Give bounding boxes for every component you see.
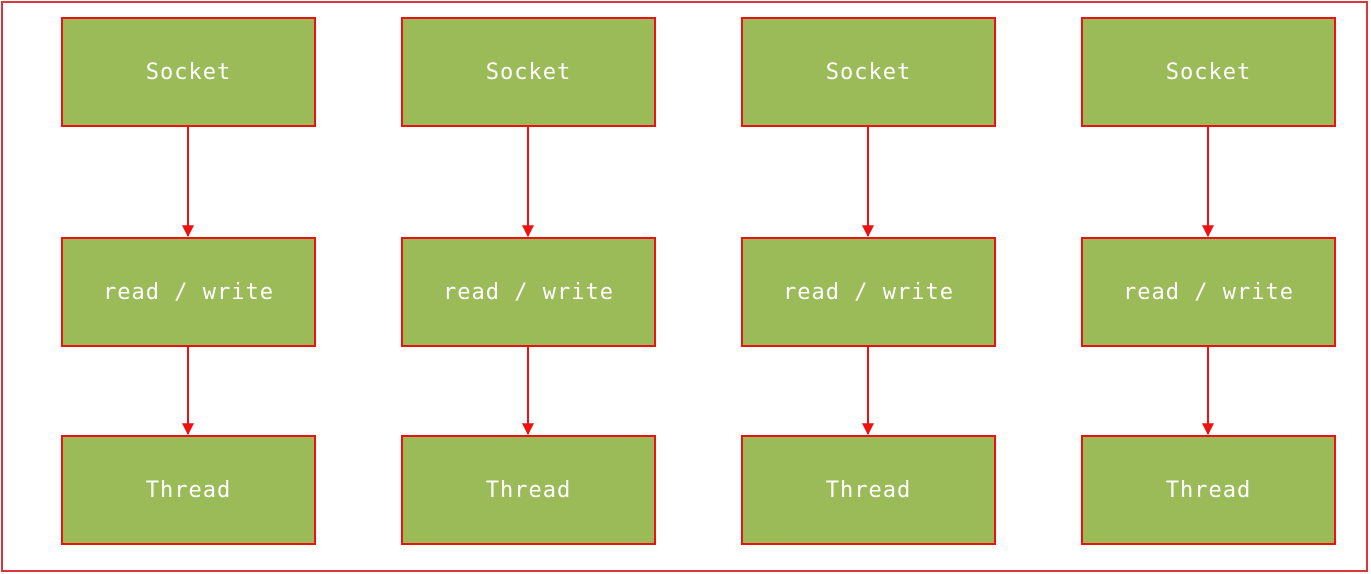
socket-node-4: Socket <box>1081 17 1336 127</box>
socket-node-2: Socket <box>401 17 656 127</box>
socket-node-1: Socket <box>61 17 316 127</box>
read-write-node-1: read / write <box>61 237 316 347</box>
thread-node-1: Thread <box>61 435 316 545</box>
thread-node-3: Thread <box>741 435 996 545</box>
thread-node-4: Thread <box>1081 435 1336 545</box>
read-write-node-2: read / write <box>401 237 656 347</box>
thread-node-2: Thread <box>401 435 656 545</box>
read-write-node-4: read / write <box>1081 237 1336 347</box>
read-write-node-3: read / write <box>741 237 996 347</box>
socket-node-3: Socket <box>741 17 996 127</box>
